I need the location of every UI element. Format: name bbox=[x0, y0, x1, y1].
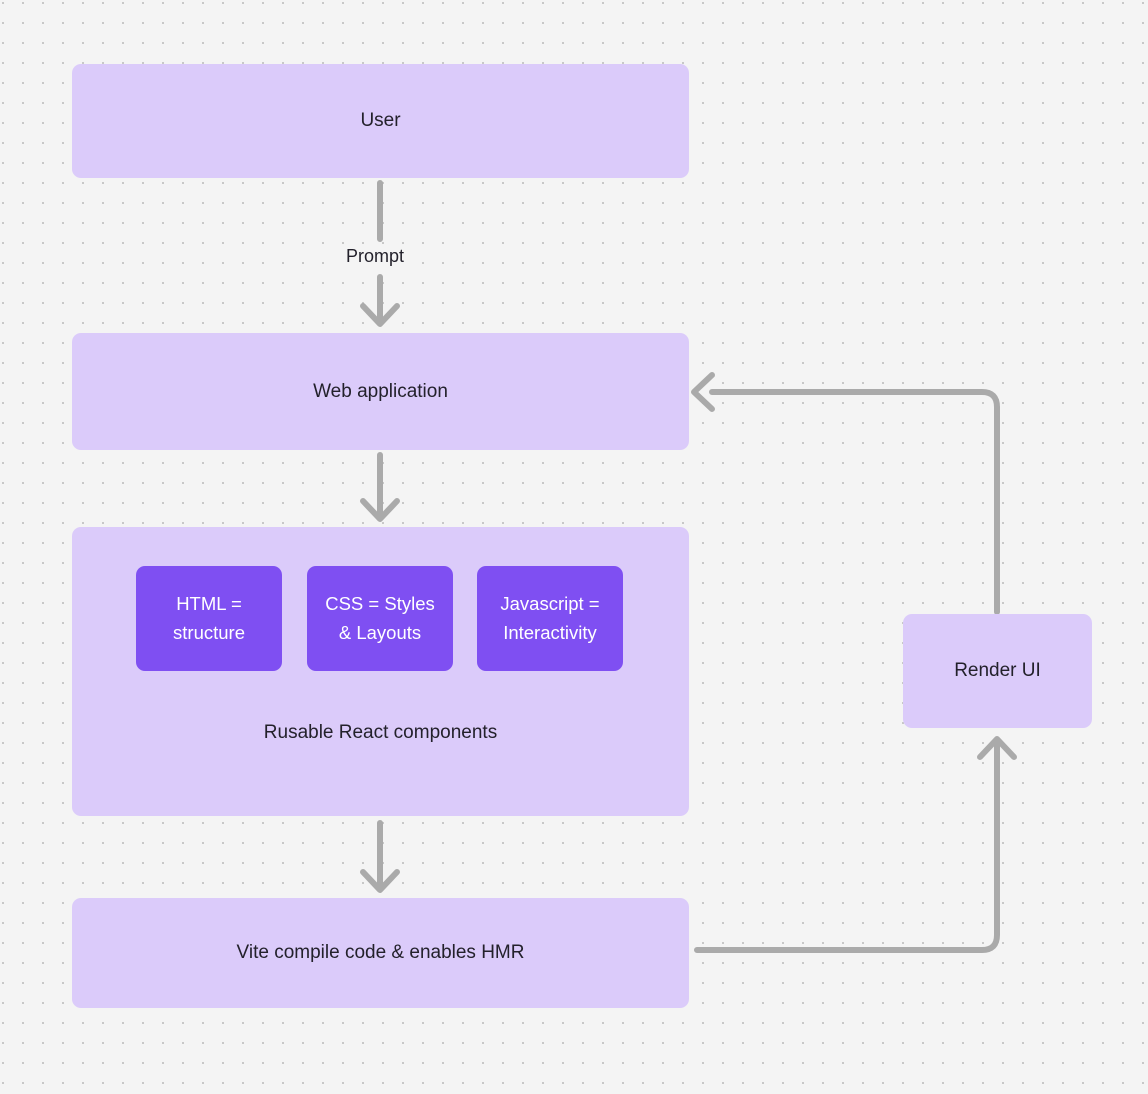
arrowhead-down bbox=[360, 869, 400, 893]
node-javascript-label: Javascript = Interactivity bbox=[500, 592, 600, 643]
node-css-label: CSS = Styles & Layouts bbox=[325, 592, 435, 643]
node-components-group[interactable]: HTML = structure CSS = Styles & Layouts … bbox=[72, 527, 689, 816]
arrowhead-down bbox=[360, 498, 400, 522]
node-javascript[interactable]: Javascript = Interactivity bbox=[477, 566, 623, 671]
node-html-label: HTML = structure bbox=[173, 592, 245, 643]
node-render-ui-label: Render UI bbox=[954, 660, 1041, 682]
edge-web-application-to-components bbox=[360, 452, 400, 522]
edge-components-to-vite bbox=[360, 820, 400, 893]
edge-segment bbox=[709, 389, 1000, 615]
edge-label-prompt: Prompt bbox=[341, 246, 410, 267]
node-user[interactable]: User bbox=[72, 64, 689, 178]
node-user-label: User bbox=[360, 110, 401, 132]
node-render-ui[interactable]: Render UI bbox=[903, 614, 1092, 728]
node-html[interactable]: HTML = structure bbox=[136, 566, 282, 671]
arrowhead-up bbox=[977, 736, 1017, 760]
edge-vite-to-render-ui bbox=[694, 736, 1017, 953]
edge-render-ui-to-web-application bbox=[691, 372, 1000, 615]
node-web-application[interactable]: Web application bbox=[72, 333, 689, 450]
arrowhead-left bbox=[691, 372, 715, 412]
node-web-application-label: Web application bbox=[313, 380, 448, 402]
node-components-group-label: Rusable React components bbox=[263, 722, 498, 743]
edge-segment bbox=[694, 738, 1000, 953]
node-css[interactable]: CSS = Styles & Layouts bbox=[307, 566, 453, 671]
node-vite[interactable]: Vite compile code & enables HMR bbox=[72, 898, 689, 1008]
node-vite-label: Vite compile code & enables HMR bbox=[236, 942, 525, 964]
arrowhead-down bbox=[360, 303, 400, 327]
